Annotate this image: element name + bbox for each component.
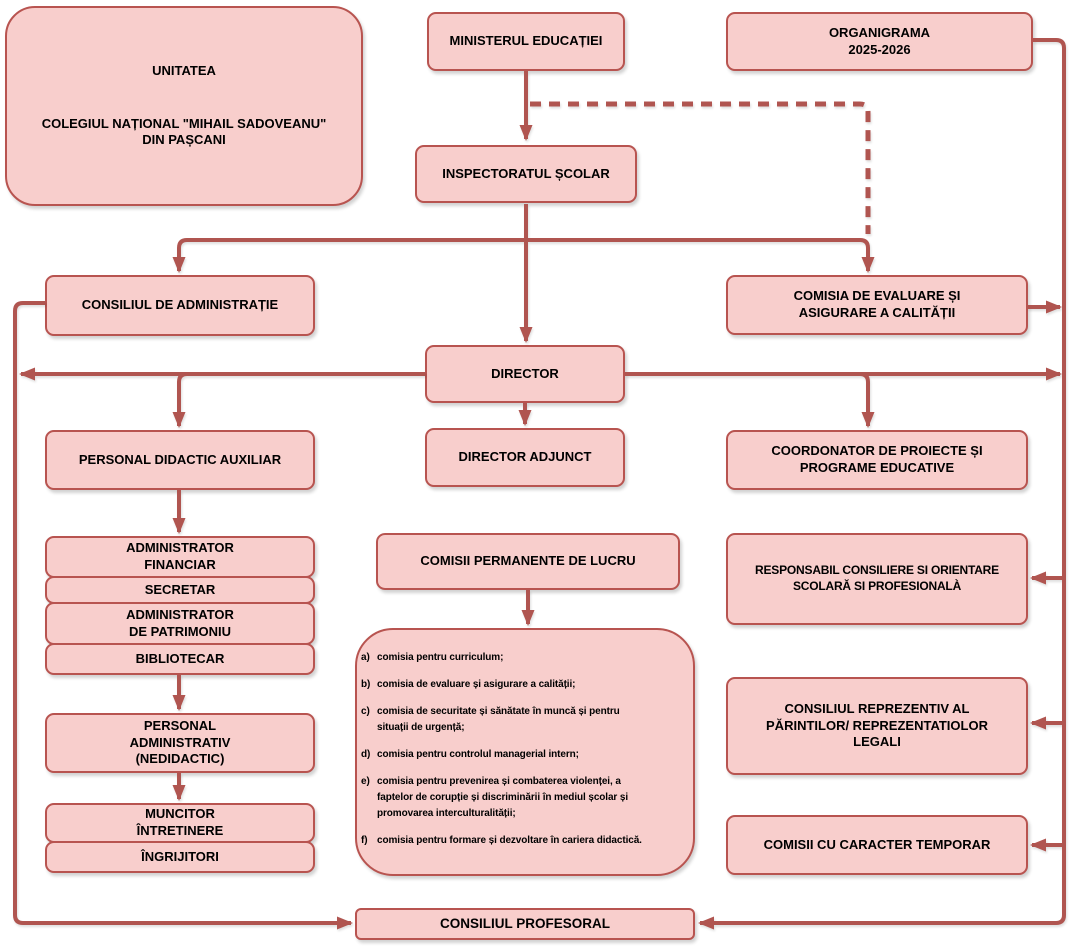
node-consiliul-reprezentiv: CONSILIUL REPREZENTIV AL PĂRINTILOR/ REP… <box>726 677 1028 775</box>
comisie-item: f) comisia pentru formare și dezvoltare î… <box>361 833 691 849</box>
connector-director-coordonator <box>625 372 875 428</box>
node-comisii-permanente: COMISII PERMANENTE DE LUCRU <box>376 533 680 590</box>
node-inspectoratul-scolar: INSPECTORATUL ȘCOLAR <box>415 145 637 203</box>
comisie-item-text: comisia pentru controlul managerial inte… <box>377 749 579 760</box>
node-label: ADMINISTRATOR DE PATRIMONIU <box>126 606 234 639</box>
node-responsabil-consiliere: RESPONSABIL CONSILIERE SI ORIENTARE SCOL… <box>726 533 1028 625</box>
node-label: PERSONAL ADMINISTRATIV (NEDIDACTIC) <box>129 717 231 767</box>
comisie-item-marker: a) <box>361 652 370 663</box>
node-label: COORDONATOR DE PROIECTE ȘI PROGRAME EDUC… <box>771 443 983 475</box>
node-label: COMISIA DE EVALUARE ȘI ASIGURARE A CALIT… <box>793 288 961 320</box>
node-administrator-financiar: ADMINISTRATOR FINANCIAR <box>45 536 315 578</box>
node-label: SECRETAR <box>144 581 216 597</box>
node-organigrama: ORGANIGRAMA 2025-2026 <box>726 12 1033 71</box>
comisii-list-items: a) comisia pentru curriculum; b) comisia de… <box>357 630 693 859</box>
node-muncitor-intretinere: MUNCITOR ÎNTRETINERE <box>45 803 315 843</box>
comisie-item-marker: c) <box>361 706 370 717</box>
node-label: CONSILIUL REPREZENTIV AL PĂRINTILOR/ REP… <box>766 700 988 750</box>
node-coordonator-proiecte: COORDONATOR DE PROIECTE ȘI PROGRAME EDUC… <box>726 430 1028 490</box>
unitatea-subtitle: COLEGIUL NAȚIONAL "MIHAIL SADOVEANU" DIN… <box>41 115 327 148</box>
node-consiliul-de-administratie: CONSILIUL DE ADMINISTRAȚIE <box>45 275 315 336</box>
node-director: DIRECTOR <box>425 345 625 403</box>
node-ministerul-educatiei: MINISTERUL EDUCAȚIEI <box>427 12 625 71</box>
node-unitatea: UNITATEA COLEGIUL NAȚIONAL "MIHAIL SADOV… <box>5 6 363 206</box>
node-label: ADMINISTRATOR FINANCIAR <box>126 540 234 572</box>
node-label: MUNCITOR ÎNTRETINERE <box>136 806 224 838</box>
connector-junction-comisia-evaluare <box>526 238 875 273</box>
node-personal-administrativ: PERSONAL ADMINISTRATIV (NEDIDACTIC) <box>45 713 315 773</box>
node-label: COMISII CU CARACTER TEMPORAR <box>763 836 991 852</box>
connector-director-personal-didactic <box>172 372 425 428</box>
node-label: ORGANIGRAMA 2025-2026 <box>828 24 931 57</box>
node-label: BIBLIOTECAR <box>135 650 225 666</box>
node-label: COMISII PERMANENTE DE LUCRU <box>420 553 636 569</box>
node-label: DIRECTOR <box>491 365 559 381</box>
comisie-item-marker: e) <box>361 776 370 787</box>
node-comisii-list: a) comisia pentru curriculum; b) comisia de… <box>355 628 695 876</box>
node-label: RESPONSABIL CONSILIERE SI ORIENTARE SCOL… <box>755 563 999 593</box>
comisie-item: d) comisia pentru controlul managerial in… <box>361 747 691 763</box>
comisie-item-text: comisia pentru curriculum; <box>377 652 504 663</box>
node-ingrijitori: ÎNGRIJITORI <box>45 841 315 873</box>
node-label: ÎNGRIJITORI <box>141 848 219 864</box>
node-bibliotecar: BIBLIOTECAR <box>45 643 315 675</box>
node-personal-didactic-auxiliar: PERSONAL DIDACTIC AUXILIAR <box>45 430 315 490</box>
comisie-item: b) comisia de evaluare și asigurare a cal… <box>361 677 691 693</box>
comisie-item: e) comisia pentru prevenirea și combatere… <box>361 774 691 822</box>
node-comisii-temporar: COMISII CU CARACTER TEMPORAR <box>726 815 1028 875</box>
node-comisia-evaluare: COMISIA DE EVALUARE ȘI ASIGURARE A CALIT… <box>726 275 1028 335</box>
comisie-item: c) comisia de securitate și sănătate în m… <box>361 704 691 736</box>
node-label: CONSILIUL PROFESORAL <box>439 916 610 932</box>
unitatea-title: UNITATEA <box>152 62 216 78</box>
node-label: INSPECTORATUL ȘCOLAR <box>442 165 610 181</box>
node-consiliul-profesoral: CONSILIUL PROFESORAL <box>355 908 695 940</box>
comisie-item-marker: f) <box>361 835 368 846</box>
comisie-item: a) comisia pentru curriculum; <box>361 650 691 666</box>
node-director-adjunct: DIRECTOR ADJUNCT <box>425 428 625 487</box>
node-label: DIRECTOR ADJUNCT <box>458 449 592 465</box>
connector-junction-consiliul-administratie <box>172 238 526 273</box>
comisie-item-text: comisia de evaluare și asigurare a calit… <box>377 679 576 690</box>
comisie-item-text: comisia pentru formare și dezvoltare în … <box>377 835 642 846</box>
comisie-item-marker: d) <box>361 749 371 760</box>
comisie-item-text: comisia pentru prevenirea și combaterea … <box>377 776 629 819</box>
comisie-item-text: comisia de securitate și sănătate în mun… <box>377 706 620 733</box>
node-administrator-patrimoniu: ADMINISTRATOR DE PATRIMONIU <box>45 602 315 645</box>
node-secretar: SECRETAR <box>45 576 315 604</box>
node-label: PERSONAL DIDACTIC AUXILIAR <box>78 451 282 467</box>
node-label: CONSILIUL DE ADMINISTRAȚIE <box>81 297 279 313</box>
node-label: MINISTERUL EDUCAȚIEI <box>449 33 603 49</box>
comisie-item-marker: b) <box>361 679 371 690</box>
